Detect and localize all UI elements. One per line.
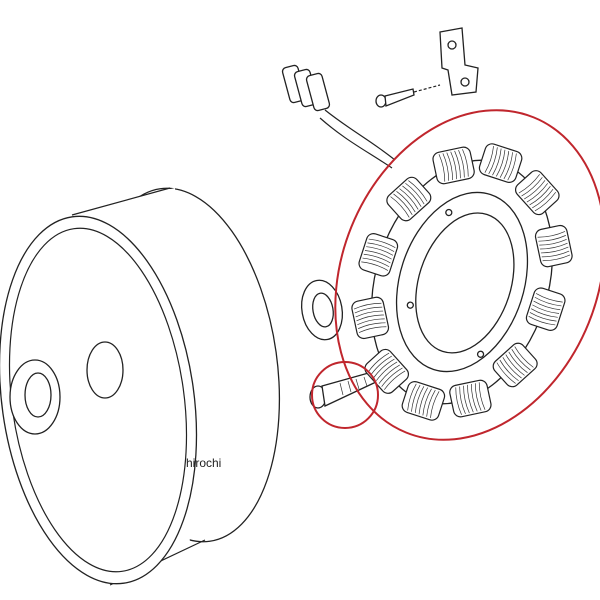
stator-coil bbox=[386, 176, 432, 222]
watermark-text: hirochi bbox=[186, 456, 222, 470]
bolt-highlight-ring bbox=[311, 361, 379, 429]
stator-coil bbox=[478, 143, 523, 183]
stator-coil bbox=[492, 342, 538, 388]
stator bbox=[351, 143, 573, 421]
stator-highlight-ring bbox=[334, 109, 600, 441]
washer bbox=[300, 279, 344, 341]
hole bbox=[86, 341, 124, 399]
screw bbox=[375, 84, 441, 108]
flywheel bbox=[0, 187, 281, 586]
stator-coil bbox=[358, 233, 399, 277]
stator-coil bbox=[401, 381, 446, 421]
stator-coil bbox=[534, 224, 573, 268]
stator-coil bbox=[525, 287, 566, 331]
stator-coil bbox=[351, 296, 390, 340]
connector bbox=[281, 64, 396, 169]
stator-coil bbox=[432, 146, 475, 185]
bracket bbox=[439, 27, 479, 96]
stator-coil bbox=[449, 379, 492, 418]
stator-coil bbox=[514, 170, 560, 216]
